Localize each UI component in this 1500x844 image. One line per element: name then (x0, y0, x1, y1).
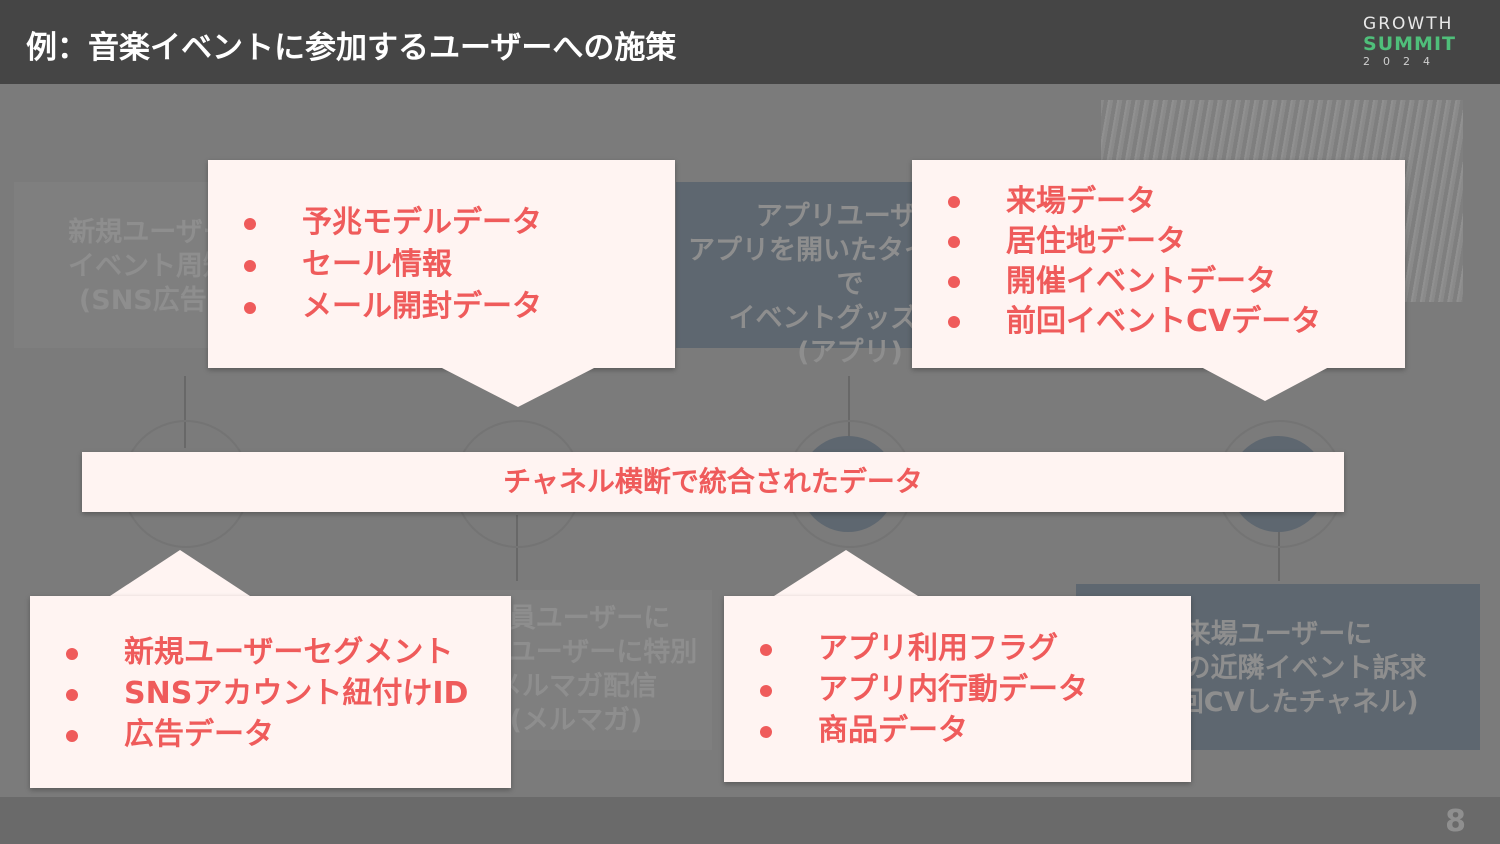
bg-text: イベント周知 (68, 251, 230, 282)
callout-item: 予兆モデルデータ (244, 202, 542, 244)
logo-line-2: SUMMIT (1363, 33, 1456, 55)
callout-item: 前回イベントCVデータ (948, 302, 1321, 342)
callout-item-label: セール情報 (302, 247, 452, 282)
bg-text: (アプリ) (797, 337, 903, 368)
callout-item-label: 前回イベントCVデータ (1006, 304, 1322, 339)
callout-item: 広告データ (66, 714, 468, 755)
callout-item-label: 広告データ (124, 717, 274, 752)
callout-item: アプリ利用フラグ (760, 628, 1088, 669)
callout-top-right: 来場データ 居住地データ 開催イベントデータ 前回イベントCVデータ (912, 160, 1405, 368)
callout-item: アプリ内行動データ (760, 669, 1088, 710)
callout-item-label: 来場データ (1006, 184, 1156, 219)
bullet-icon (760, 644, 772, 656)
timeline-connector (1278, 515, 1280, 581)
callout-item-label: 予兆モデルデータ (302, 205, 542, 240)
callout-list: アプリ利用フラグ アプリ内行動データ 商品データ (760, 628, 1088, 751)
callout-item: 開催イベントデータ (948, 262, 1321, 302)
bg-text: 会員ユーザーに (481, 603, 671, 634)
timeline-connector (516, 515, 518, 581)
callout-pointer (1201, 367, 1329, 401)
callout-pointer (774, 550, 918, 596)
bullet-icon (244, 302, 256, 314)
bullet-icon (244, 218, 256, 230)
callout-item-label: アプリ利用フラグ (818, 631, 1058, 666)
bullet-icon (66, 689, 78, 701)
callout-list: 新規ユーザーセグメント SNSアカウント紐付けID 広告データ (66, 632, 468, 755)
callout-bottom-right: アプリ利用フラグ アプリ内行動データ 商品データ (724, 596, 1191, 782)
integrated-data-band: チャネル横断で統合されたデータ (82, 452, 1344, 512)
bullet-icon (948, 196, 960, 208)
bg-text: (SNS広告) (78, 285, 220, 316)
bg-text: 来場ユーザーに (1183, 619, 1373, 650)
slide-header (0, 0, 1500, 84)
page-number: 8 (1445, 804, 1466, 839)
timeline-connector (848, 376, 850, 448)
bullet-icon (948, 276, 960, 288)
callout-bottom-left: 新規ユーザーセグメント SNSアカウント紐付けID 広告データ (30, 596, 511, 788)
callout-item: 来場データ (948, 182, 1321, 222)
callout-pointer (110, 550, 250, 596)
callout-item: 商品データ (760, 710, 1088, 751)
callout-item-label: 開催イベントデータ (1006, 264, 1276, 299)
callout-item-label: メール開封データ (302, 289, 542, 324)
callout-top-left: 予兆モデルデータ セール情報 メール開封データ (208, 160, 675, 368)
callout-pointer (440, 367, 596, 407)
bullet-icon (948, 236, 960, 248)
integrated-data-label: チャネル横断で統合されたデータ (503, 465, 923, 498)
slide-title: 例：音楽イベントに参加するユーザーへの施策 (26, 30, 677, 66)
callout-item: SNSアカウント紐付けID (66, 673, 468, 714)
callout-item-label: 居住地データ (1006, 224, 1186, 259)
callout-item-label: SNSアカウント紐付けID (124, 676, 469, 711)
bg-text: 新規ユーザー (68, 217, 230, 248)
growth-summit-logo: GROWTH SUMMIT 2024 (1363, 14, 1456, 70)
callout-item-label: アプリ内行動データ (818, 672, 1088, 707)
callout-item: メール開封データ (244, 286, 542, 328)
callout-item: 居住地データ (948, 222, 1321, 262)
callout-list: 来場データ 居住地データ 開催イベントデータ 前回イベントCVデータ (948, 182, 1321, 342)
bullet-icon (66, 730, 78, 742)
bg-text: メルマガ配信 (495, 671, 657, 702)
logo-line-3: 2024 (1363, 55, 1444, 68)
bg-text: (メルマガ) (509, 705, 643, 736)
bullet-icon (760, 685, 772, 697)
callout-item-label: 新規ユーザーセグメント (124, 635, 454, 670)
callout-item-label: 商品データ (818, 713, 968, 748)
logo-line-1: GROWTH (1363, 14, 1454, 34)
callout-list: 予兆モデルデータ セール情報 メール開封データ (244, 202, 542, 328)
slide-footer (0, 797, 1500, 844)
bullet-icon (244, 260, 256, 272)
bullet-icon (66, 648, 78, 660)
timeline-connector (184, 376, 186, 448)
bullet-icon (760, 726, 772, 738)
bullet-icon (948, 316, 960, 328)
callout-item: セール情報 (244, 244, 542, 286)
callout-item: 新規ユーザーセグメント (66, 632, 468, 673)
